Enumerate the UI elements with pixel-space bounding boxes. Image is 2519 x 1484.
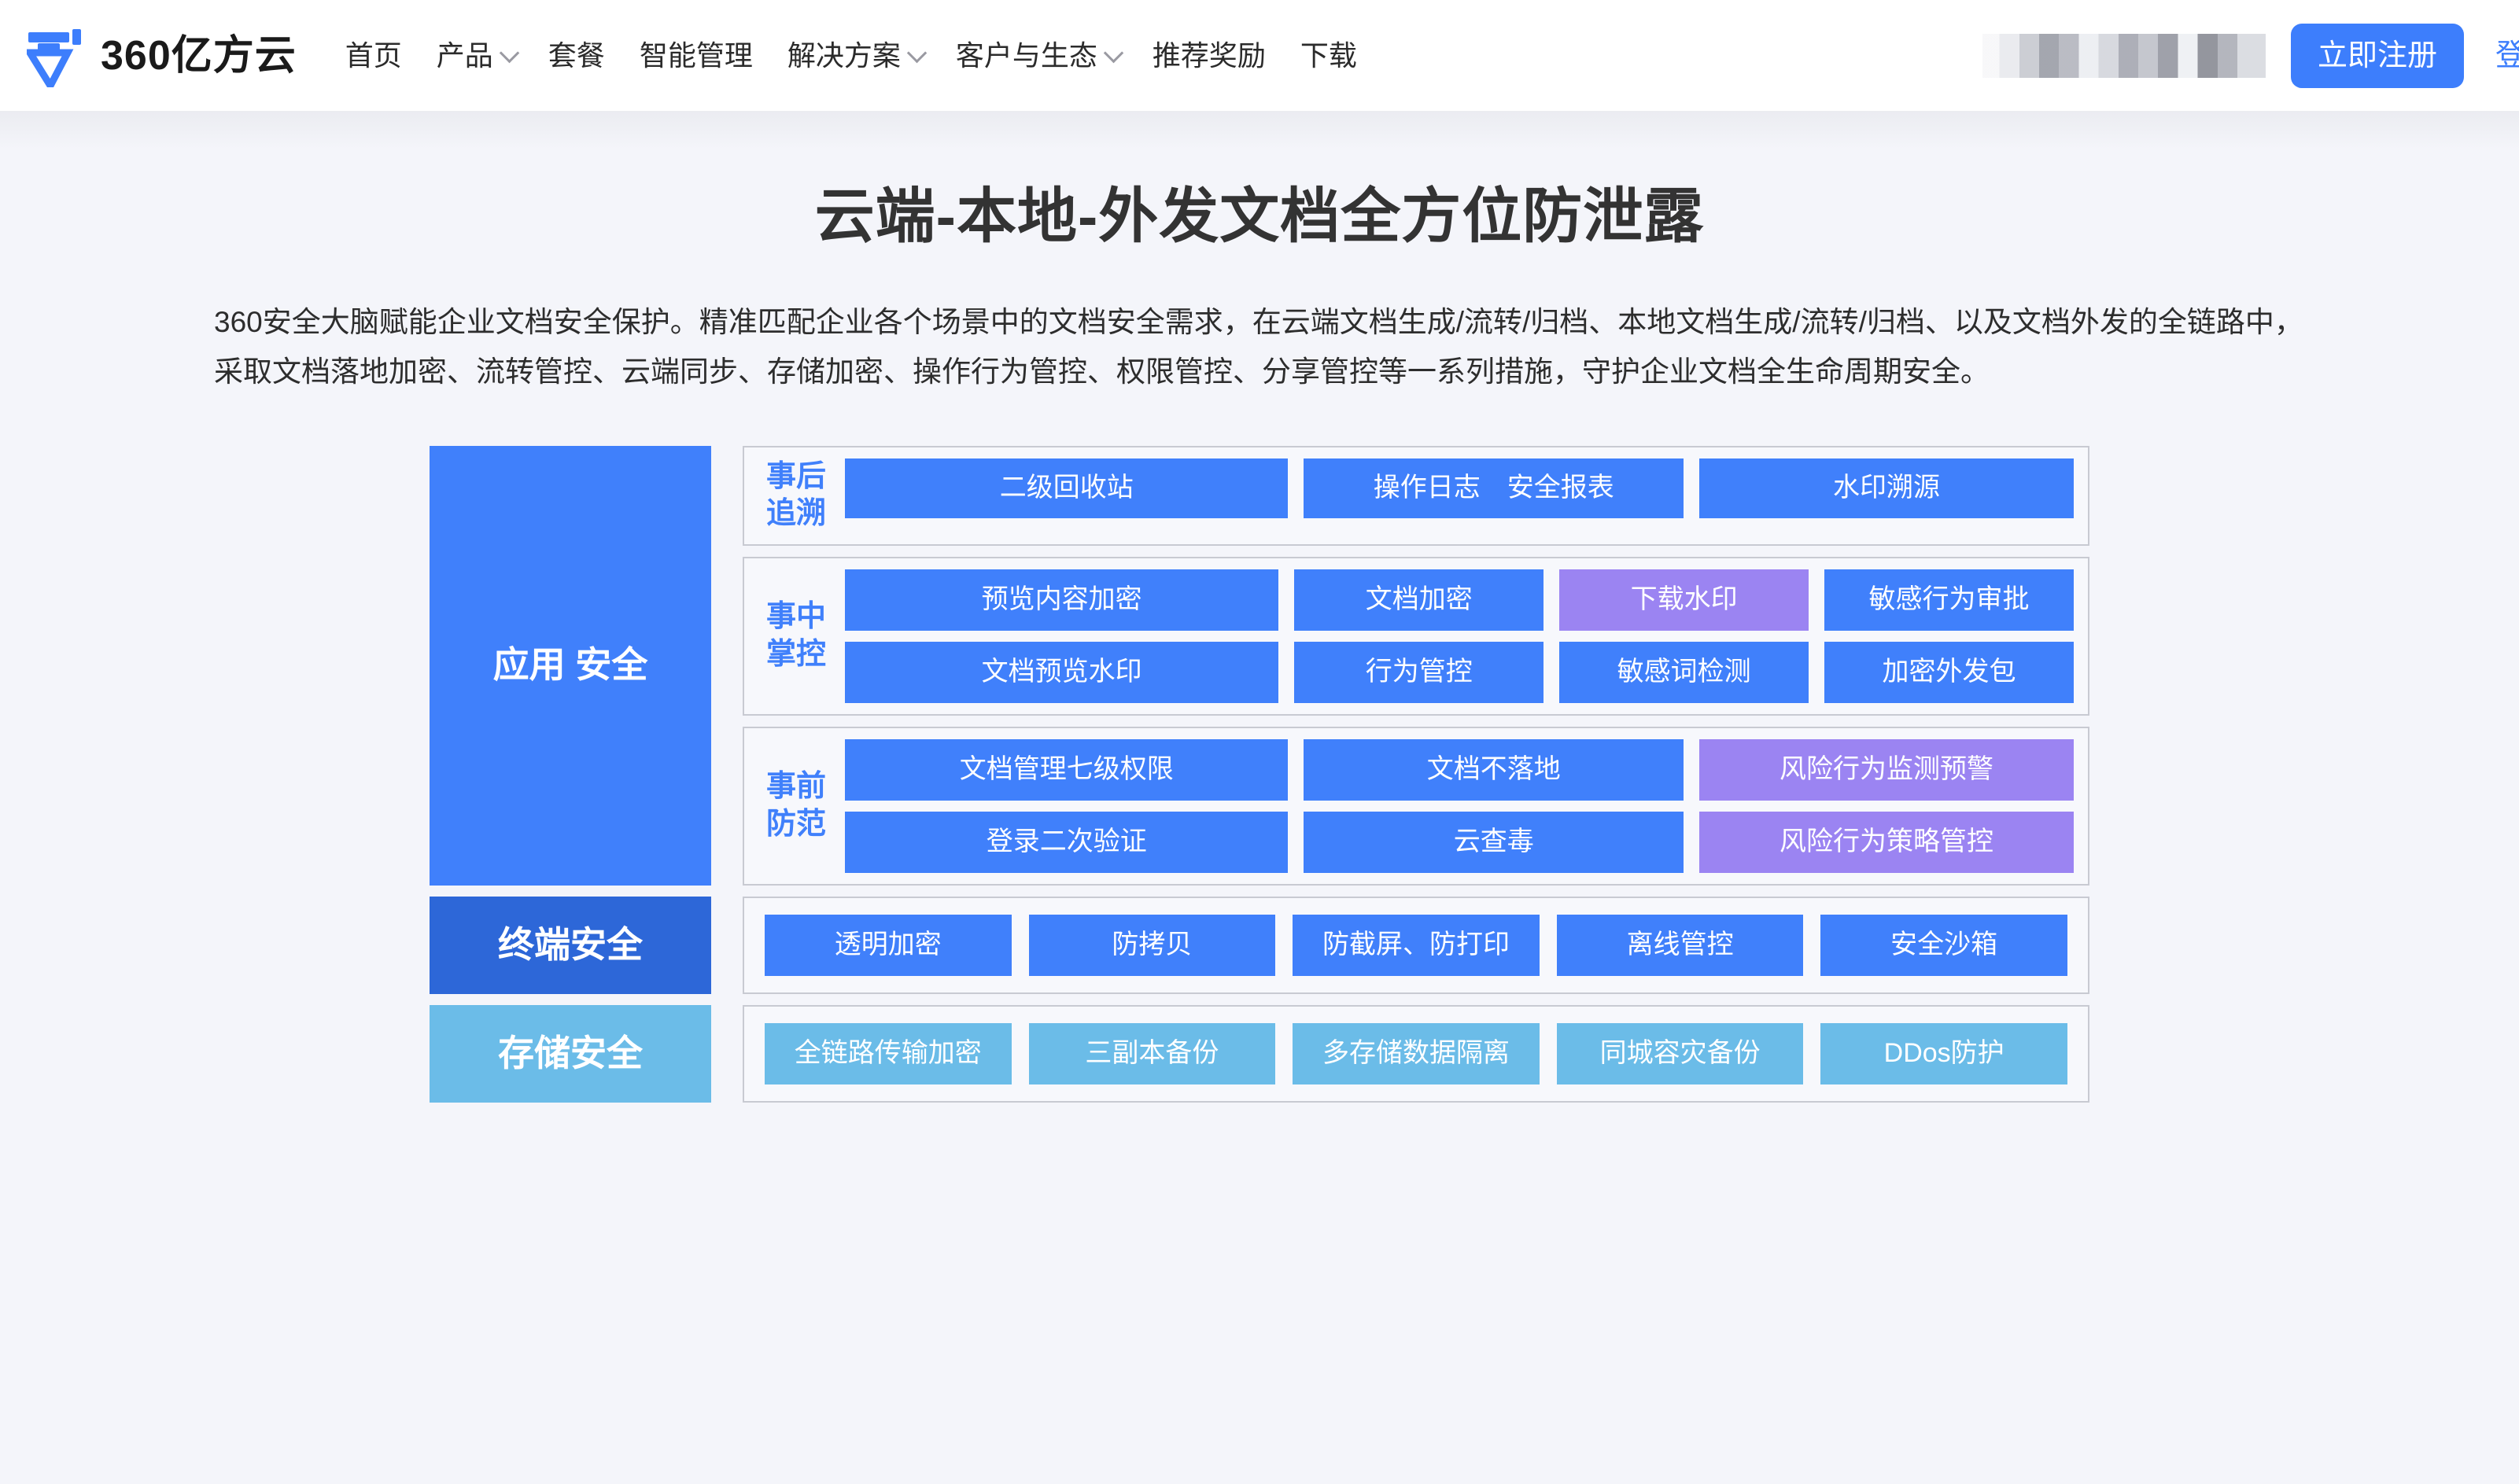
feature-cell-operation-log-security-report[interactable]: 操作日志 安全报表 [1304, 458, 1684, 518]
feature-cell-same-city-disaster-recovery-backup[interactable]: 同城容灾备份 [1556, 1022, 1804, 1084]
grid-row: 文档管理七级权限 文档不落地 风险行为监测预警 [845, 738, 2074, 801]
grid-row: 二级回收站 操作日志 安全报表 水印溯源 [845, 458, 2074, 518]
feature-cell-full-link-transport-encryption[interactable]: 全链路传输加密 [765, 1022, 1012, 1084]
grid-row: 文档预览水印 行为管控 敏感词检测 加密外发包 [845, 641, 2074, 703]
grid-row: 预览内容加密 文档加密 下载水印 敏感行为审批 [845, 569, 2074, 631]
feature-cell-cloud-antivirus[interactable]: 云查毒 [1304, 811, 1684, 873]
feature-cell-triple-replica-backup[interactable]: 三副本备份 [1028, 1022, 1276, 1084]
chevron-down-icon [1103, 42, 1124, 63]
feature-cell-watermark-tracing[interactable]: 水印溯源 [1698, 458, 2074, 518]
nav-item-solutions[interactable]: 解决方案 [787, 39, 928, 72]
redacted-user-info [1982, 34, 2266, 78]
register-button[interactable]: 立即注册 [2290, 24, 2464, 88]
feature-cell-transparent-encryption[interactable]: 透明加密 [765, 914, 1012, 976]
feature-cell-behavior-control[interactable]: 行为管控 [1294, 641, 1544, 703]
feature-cell-no-local-document-storage[interactable]: 文档不落地 [1304, 738, 1684, 801]
grid-row: 登录二次验证 云查毒 风险行为策略管控 [845, 811, 2074, 873]
main-nav: 首页 产品 套餐 智能管理 解决方案 客户与生态 推荐奖励 下载 [345, 39, 1357, 72]
feature-cell-multi-storage-data-isolation[interactable]: 多存储数据隔离 [1293, 1022, 1540, 1084]
panel-title: 事后 追溯 [765, 459, 826, 531]
panel-grid: 二级回收站 操作日志 安全报表 水印溯源 [845, 458, 2074, 533]
page-description: 360安全大脑赋能企业文档安全保护。精准匹配企业各个场景中的文档安全需求，在云端… [214, 305, 2303, 388]
feature-cell-offline-control[interactable]: 离线管控 [1556, 914, 1804, 976]
panel-grid: 文档管理七级权限 文档不落地 风险行为监测预警 登录二次验证 云查毒 风险行为策… [845, 738, 2074, 873]
terminal-security-label: 终端安全 [430, 896, 711, 994]
feature-cell-encrypted-outbound-package[interactable]: 加密外发包 [1824, 641, 2074, 703]
feature-cell-sensitive-word-detection[interactable]: 敏感词检测 [1559, 641, 1809, 703]
feature-cell-document-encryption[interactable]: 文档加密 [1294, 569, 1544, 631]
panel-post-incident-tracing: 事后 追溯 二级回收站 操作日志 安全报表 水印溯源 [743, 445, 2089, 546]
storage-security-panel: 全链路传输加密 三副本备份 多存储数据隔离 同城容灾备份 DDos防护 [743, 1004, 2089, 1103]
feature-cell-download-watermark[interactable]: 下载水印 [1559, 569, 1809, 631]
feature-cell-seven-level-permissions[interactable]: 文档管理七级权限 [845, 738, 1289, 801]
nav-label: 客户与生态 [955, 39, 1097, 72]
application-security-row: 应用 安全 事后 追溯 二级回收站 操作日志 安全报表 水印溯源 事中 [430, 445, 2089, 886]
feature-cell-sensitive-behavior-approval[interactable]: 敏感行为审批 [1824, 569, 2074, 631]
feature-cell-security-sandbox[interactable]: 安全沙箱 [1820, 914, 2067, 976]
feature-cell-risk-behavior-policy-control[interactable]: 风险行为策略管控 [1698, 811, 2074, 873]
chevron-down-icon [906, 42, 928, 63]
terminal-security-row: 终端安全 透明加密 防拷贝 防截屏、防打印 离线管控 安全沙箱 [430, 896, 2089, 994]
panel-in-process-control: 事中 掌控 预览内容加密 文档加密 下载水印 敏感行为审批 文档预览水印 行为管… [743, 556, 2089, 716]
feature-cell-anti-copy[interactable]: 防拷贝 [1028, 914, 1276, 976]
site-header: 360亿方云 首页 产品 套餐 智能管理 解决方案 客户与生态 推荐奖励 下载 [0, 0, 2519, 112]
nav-label: 智能管理 [639, 39, 753, 72]
login-link[interactable]: 登录 [2495, 39, 2519, 72]
nav-label: 产品 [436, 39, 493, 72]
page-body: 云端-本地-外发文档全方位防泄露 360安全大脑赋能企业文档安全保护。精准匹配企… [0, 112, 2519, 1484]
nav-item-customers-ecosystem[interactable]: 客户与生态 [955, 39, 1124, 72]
nav-label: 套餐 [548, 39, 605, 72]
logo[interactable]: 360亿方云 [27, 24, 297, 87]
feature-cell-login-two-factor[interactable]: 登录二次验证 [845, 811, 1289, 873]
storage-security-label: 存储安全 [430, 1004, 711, 1103]
nav-item-referral-rewards[interactable]: 推荐奖励 [1152, 39, 1266, 72]
security-architecture-diagram: 应用 安全 事后 追溯 二级回收站 操作日志 安全报表 水印溯源 事中 [430, 445, 2089, 1103]
application-security-panels: 事后 追溯 二级回收站 操作日志 安全报表 水印溯源 事中 掌控 预 [743, 445, 2089, 886]
page-title: 云端-本地-外发文档全方位防泄露 [814, 183, 1705, 250]
storage-security-row: 存储安全 全链路传输加密 三副本备份 多存储数据隔离 同城容灾备份 DDos防护 [430, 1004, 2089, 1103]
header-actions: 立即注册 登录 [1982, 0, 2519, 112]
feature-cell-preview-content-encryption[interactable]: 预览内容加密 [845, 569, 1279, 631]
chevron-down-icon [499, 42, 520, 63]
panel-grid: 预览内容加密 文档加密 下载水印 敏感行为审批 文档预览水印 行为管控 敏感词检… [845, 569, 2074, 703]
panel-title: 事前 防范 [765, 770, 826, 841]
nav-label: 推荐奖励 [1152, 39, 1266, 72]
nav-item-download[interactable]: 下载 [1300, 39, 1357, 72]
panel-title: 事中 掌控 [765, 600, 826, 671]
logo-text: 360亿方云 [101, 32, 297, 79]
nav-item-products[interactable]: 产品 [436, 39, 520, 72]
nav-item-home[interactable]: 首页 [345, 39, 402, 72]
nav-label: 解决方案 [787, 39, 901, 72]
application-security-label: 应用 安全 [430, 445, 711, 886]
panel-pre-incident-prevention: 事前 防范 文档管理七级权限 文档不落地 风险行为监测预警 登录二次验证 云查毒… [743, 726, 2089, 886]
nav-label: 首页 [345, 39, 402, 72]
nav-label: 下载 [1300, 39, 1357, 72]
feature-cell-anti-screenshot-anti-print[interactable]: 防截屏、防打印 [1293, 914, 1540, 976]
feature-cell-risk-behavior-monitoring-alert[interactable]: 风险行为监测预警 [1698, 738, 2074, 801]
feature-cell-recycle-bin[interactable]: 二级回收站 [845, 458, 1289, 518]
terminal-security-panel: 透明加密 防拷贝 防截屏、防打印 离线管控 安全沙箱 [743, 896, 2089, 994]
nav-item-smart-management[interactable]: 智能管理 [639, 39, 753, 72]
feature-cell-ddos-protection[interactable]: DDos防护 [1820, 1022, 2067, 1084]
nav-item-packages[interactable]: 套餐 [548, 39, 605, 72]
feature-cell-document-preview-watermark[interactable]: 文档预览水印 [845, 641, 1279, 703]
yifangyun-logo-icon [27, 24, 88, 87]
